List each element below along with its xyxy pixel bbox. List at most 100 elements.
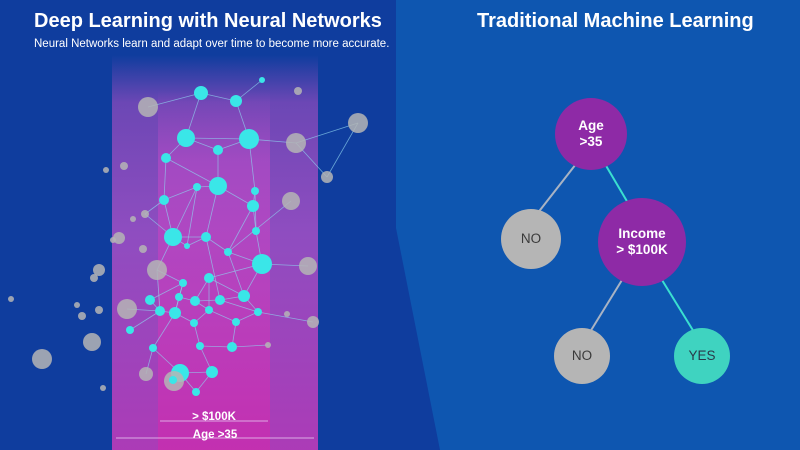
network-node-inactive [113,232,125,244]
left-title: Deep Learning with Neural Networks [34,10,382,32]
network-node-inactive [282,192,300,210]
network-node-active [159,195,169,205]
network-node-active [206,366,218,378]
network-edge [185,137,250,140]
network-edge [208,277,245,297]
network-node-active [192,388,200,396]
network-edge [235,311,259,323]
network-node-active [126,326,134,334]
network-node-active [196,342,204,350]
network-node-inactive [8,296,14,302]
network-node-active [205,306,213,314]
network-node-active [190,319,198,327]
network-node-active [230,95,242,107]
network-edge [257,311,314,323]
network-node-active [209,177,227,195]
network-node-inactive [139,245,147,253]
network-node-inactive [74,302,80,308]
network-node-inactive [348,113,368,133]
network-node-active [177,129,195,147]
network-edge [231,344,269,348]
network-edge [205,236,221,301]
network-node-active [155,306,165,316]
network-node-active [145,295,155,305]
tree-node-age: Age >35 [555,98,627,170]
network-node-inactive [120,162,128,170]
network-node-active [254,308,262,316]
network-edge [163,186,198,201]
network-edge [199,345,233,348]
network-node-active [259,77,265,83]
network-node-inactive [286,133,306,153]
tree-node-income: Income > $100K [598,198,686,286]
tree-leaf-no-age-label: NO [520,231,542,246]
edge-age-no [536,163,577,215]
tree-leaf-no-age: NO [501,209,561,269]
network-node-active [247,200,259,212]
network-edge [152,312,176,349]
network-node-inactive [284,311,290,317]
age-band-label: Age >35 [192,429,238,441]
tree-edges [536,163,695,333]
network-node-active [224,248,232,256]
neural-network [8,77,368,396]
right-panel-background [396,0,800,450]
network-edge [165,157,219,187]
network-node-active [190,296,200,306]
network-edge [227,251,245,297]
network-node-inactive [138,97,158,117]
edge-income-yes [661,279,695,333]
network-node-active [179,279,187,287]
network-edge [295,122,359,144]
network-edge [186,186,198,247]
network-node-active [164,228,182,246]
network-edge [163,157,167,201]
network-node-inactive [93,264,105,276]
network-node-inactive [95,306,103,314]
network-edge [326,122,359,178]
network-node-active [213,145,223,155]
network-node-active [169,307,181,319]
network-node-active [184,243,190,249]
network-node-inactive [90,274,98,282]
network-node-active [238,290,250,302]
network-node-inactive [307,316,319,328]
network-edge [227,200,292,253]
network-node-inactive [147,260,167,280]
network-node-active [204,273,214,283]
network-edge [149,282,184,301]
network-node-active [239,129,259,149]
edge-age-income [604,163,629,204]
network-node-inactive [78,312,86,320]
network-node-inactive [110,237,116,243]
network-node-active [232,318,240,326]
tree-node-age-label: Age >35 [578,118,604,149]
network-node-inactive [265,342,271,348]
tree-leaf-no-income-label: NO [571,348,593,363]
network-node-active [175,293,183,301]
tree-leaf-yes-label: YES [688,348,716,363]
tree-node-income-label: Income > $100K [616,226,668,257]
network-edge [129,310,161,331]
network-node-active [149,344,157,352]
income-band-label: > $100K [192,411,236,423]
network-node-inactive [141,210,149,218]
network-node-active [169,376,177,384]
edge-income-no [589,279,623,333]
network-node-inactive [100,385,106,391]
network-node-active [251,187,259,195]
network-edge [227,205,254,253]
network-node-inactive [32,349,52,369]
network-edge [208,309,237,323]
left-subtitle: Neural Networks learn and adapt over tim… [34,38,390,50]
network-node-active [227,342,237,352]
network-node-inactive [117,299,137,319]
network-node-active [201,232,211,242]
network-node-inactive [299,257,317,275]
network-edge [172,186,198,238]
network-node-inactive [294,87,302,95]
network-node-active [252,254,272,274]
network-edge [219,299,259,313]
tree-leaf-yes: YES [674,328,730,384]
network-node-inactive [321,171,333,183]
